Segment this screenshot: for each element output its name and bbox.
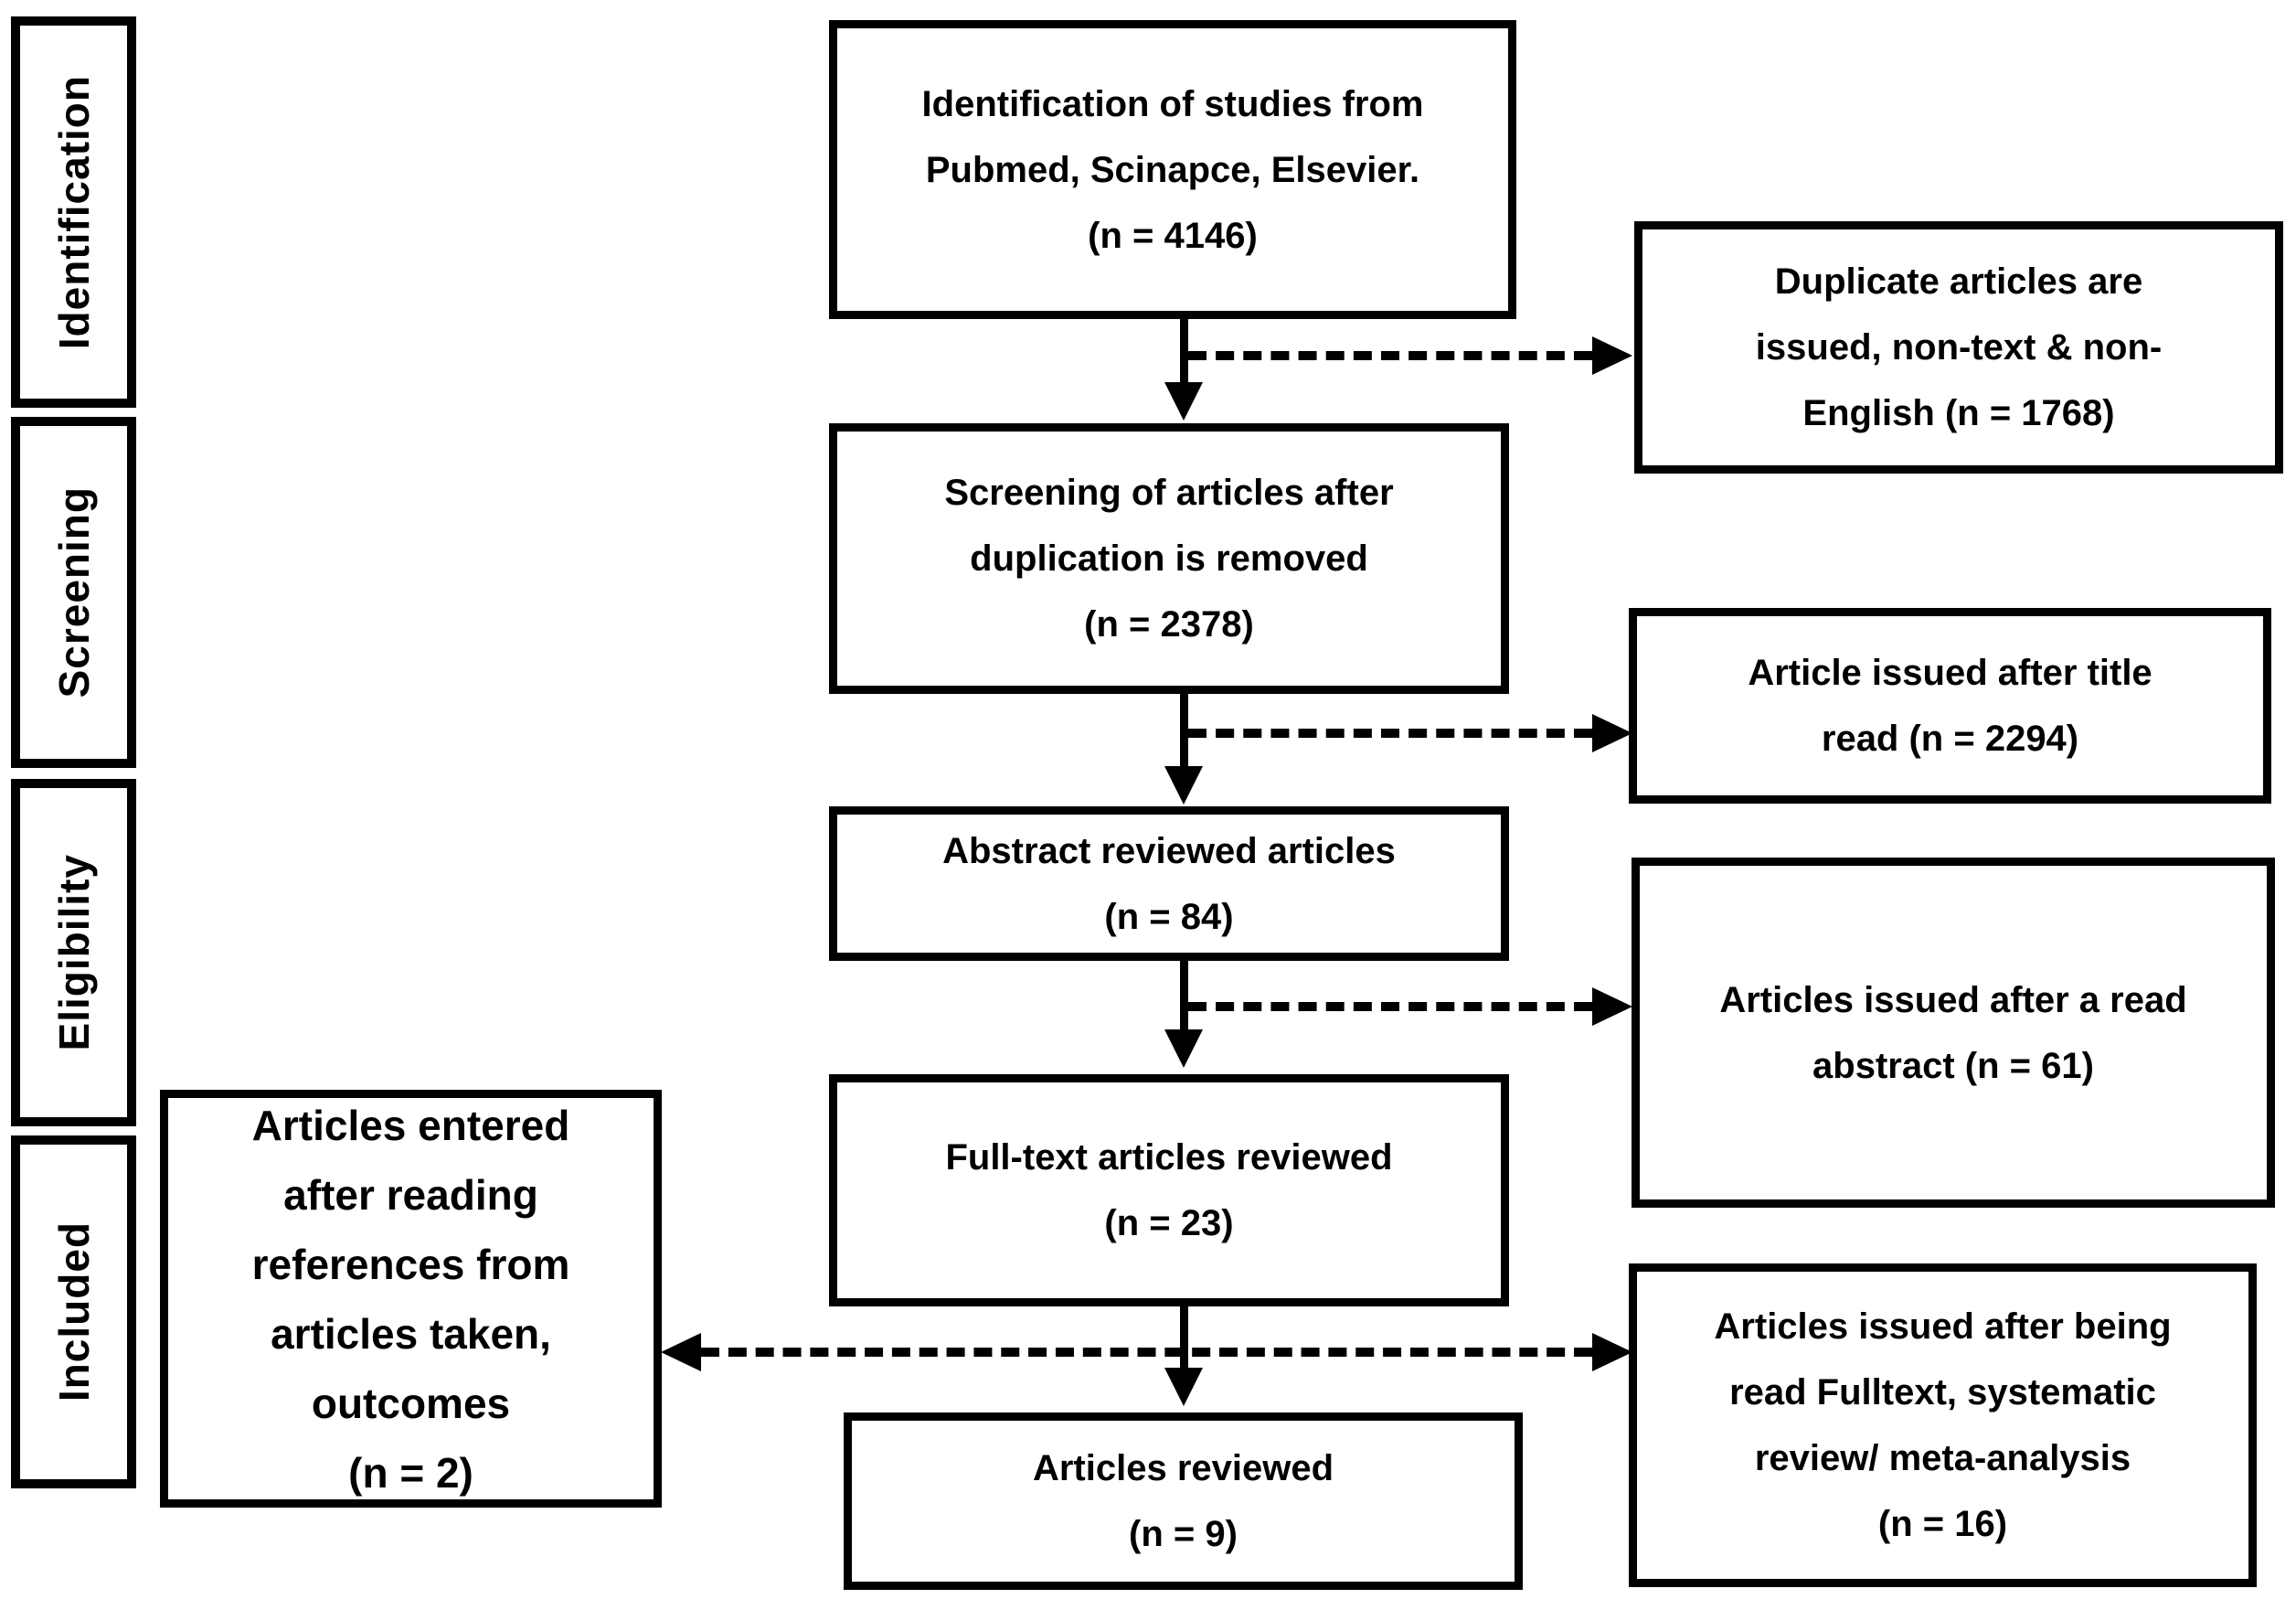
excluded-box-title-read: Article issued after title read (n = 229… — [1629, 608, 2271, 804]
text-line: references from — [251, 1240, 570, 1288]
arrowhead-right-icon — [1592, 987, 1632, 1026]
text-line: Abstract reviewed articles — [942, 830, 1396, 871]
flow-box-screening: Screening of articles after duplication … — [829, 423, 1509, 694]
text-line: Articles issued after a read — [1719, 979, 2187, 1020]
count-line: (n = 23) — [1104, 1203, 1234, 1243]
dashed-arrow-references-and-fulltext-read — [701, 1348, 1592, 1357]
dashed-arrow-to-title-read — [1188, 729, 1592, 738]
text-line: Pubmed, Scinapce, Elsevier. — [925, 149, 1420, 190]
arrow-identification-to-screening — [1180, 318, 1188, 388]
stage-box-eligibility: Eligibility — [11, 779, 136, 1126]
arrowhead-left-icon — [661, 1333, 701, 1371]
stage-label-included: Included — [49, 1221, 98, 1402]
arrowhead-right-icon — [1592, 1333, 1632, 1371]
text-line: Duplicate articles are — [1774, 261, 2143, 302]
count-line: English (n = 1768) — [1802, 393, 2115, 433]
arrowhead-down-icon — [1164, 766, 1203, 805]
excluded-box-duplicates: Duplicate articles are issued, non-text … — [1634, 221, 2283, 474]
arrowhead-right-icon — [1592, 336, 1632, 375]
excluded-box-duplicates-text: Duplicate articles are issued, non-text … — [1756, 249, 2162, 446]
flow-box-abstract-review: Abstract reviewed articles (n = 84) — [829, 806, 1509, 961]
excluded-box-fulltext-read-text: Articles issued after being read Fulltex… — [1714, 1294, 2171, 1557]
stage-box-screening: Screening — [11, 417, 136, 768]
arrowhead-down-icon — [1164, 1029, 1203, 1068]
text-line: outcomes — [311, 1379, 511, 1427]
stage-label-eligibility: Eligibility — [49, 854, 98, 1051]
text-line: after reading — [283, 1170, 538, 1219]
text-line: review/ meta-analysis — [1754, 1438, 2131, 1478]
dashed-arrow-to-abstract-read — [1188, 1002, 1592, 1011]
text-line: read Fulltext, systematic — [1729, 1372, 2156, 1412]
arrow-fulltext-to-reviewed — [1180, 1306, 1188, 1371]
text-line: issued, non-text & non- — [1755, 327, 2163, 368]
stage-box-included: Included — [11, 1135, 136, 1488]
arrowhead-down-icon — [1164, 1368, 1203, 1406]
text-line: Identification of studies from — [921, 83, 1424, 124]
excluded-box-abstract-read-text: Articles issued after a read abstract (n… — [1719, 967, 2186, 1099]
count-line: (n = 2378) — [1084, 604, 1254, 645]
count-line: read (n = 2294) — [1821, 719, 2079, 759]
count-line: (n = 16) — [1877, 1504, 2008, 1544]
dashed-arrow-to-duplicates — [1188, 351, 1592, 360]
text-line: Articles entered — [251, 1101, 570, 1149]
stage-label-identification: Identification — [49, 74, 98, 350]
text-line: Article issued after title — [1748, 653, 2152, 693]
text-line: Articles reviewed — [1032, 1448, 1334, 1488]
flow-box-fulltext-review-text: Full-text articles reviewed (n = 23) — [945, 1125, 1392, 1256]
count-line: abstract (n = 61) — [1812, 1045, 2094, 1086]
flow-box-screening-text: Screening of articles after duplication … — [944, 460, 1393, 657]
text-line: Screening of articles after — [944, 473, 1394, 513]
count-line: (n = 84) — [1104, 896, 1234, 937]
count-line: (n = 2) — [348, 1448, 473, 1497]
text-line: duplication is removed — [970, 538, 1368, 579]
text-line: Full-text articles reviewed — [945, 1137, 1393, 1178]
arrow-screening-to-abstract — [1180, 693, 1188, 770]
text-line: articles taken, — [271, 1309, 551, 1358]
included-box-references-text: Articles entered after reading reference… — [252, 1091, 570, 1508]
arrowhead-down-icon — [1164, 382, 1203, 421]
flow-box-abstract-review-text: Abstract reviewed articles (n = 84) — [942, 818, 1396, 950]
flow-box-fulltext-review: Full-text articles reviewed (n = 23) — [829, 1074, 1509, 1306]
flow-box-identification-text: Identification of studies from Pubmed, S… — [922, 71, 1424, 269]
stage-box-identification: Identification — [11, 16, 136, 408]
flow-box-identification: Identification of studies from Pubmed, S… — [829, 20, 1516, 319]
excluded-box-abstract-read: Articles issued after a read abstract (n… — [1632, 858, 2275, 1208]
stage-label-screening: Screening — [49, 486, 98, 698]
text-line: Articles issued after being — [1714, 1306, 2172, 1347]
count-line: (n = 9) — [1129, 1514, 1238, 1554]
flow-box-articles-reviewed-text: Articles reviewed (n = 9) — [1033, 1435, 1334, 1567]
flow-box-articles-reviewed: Articles reviewed (n = 9) — [844, 1412, 1523, 1590]
count-line: (n = 4146) — [1088, 215, 1258, 256]
excluded-box-fulltext-read: Articles issued after being read Fulltex… — [1629, 1263, 2257, 1587]
excluded-box-title-read-text: Article issued after title read (n = 229… — [1748, 640, 2152, 772]
arrow-abstract-to-fulltext — [1180, 960, 1188, 1033]
arrowhead-right-icon — [1592, 714, 1632, 752]
included-box-references: Articles entered after reading reference… — [160, 1090, 662, 1508]
